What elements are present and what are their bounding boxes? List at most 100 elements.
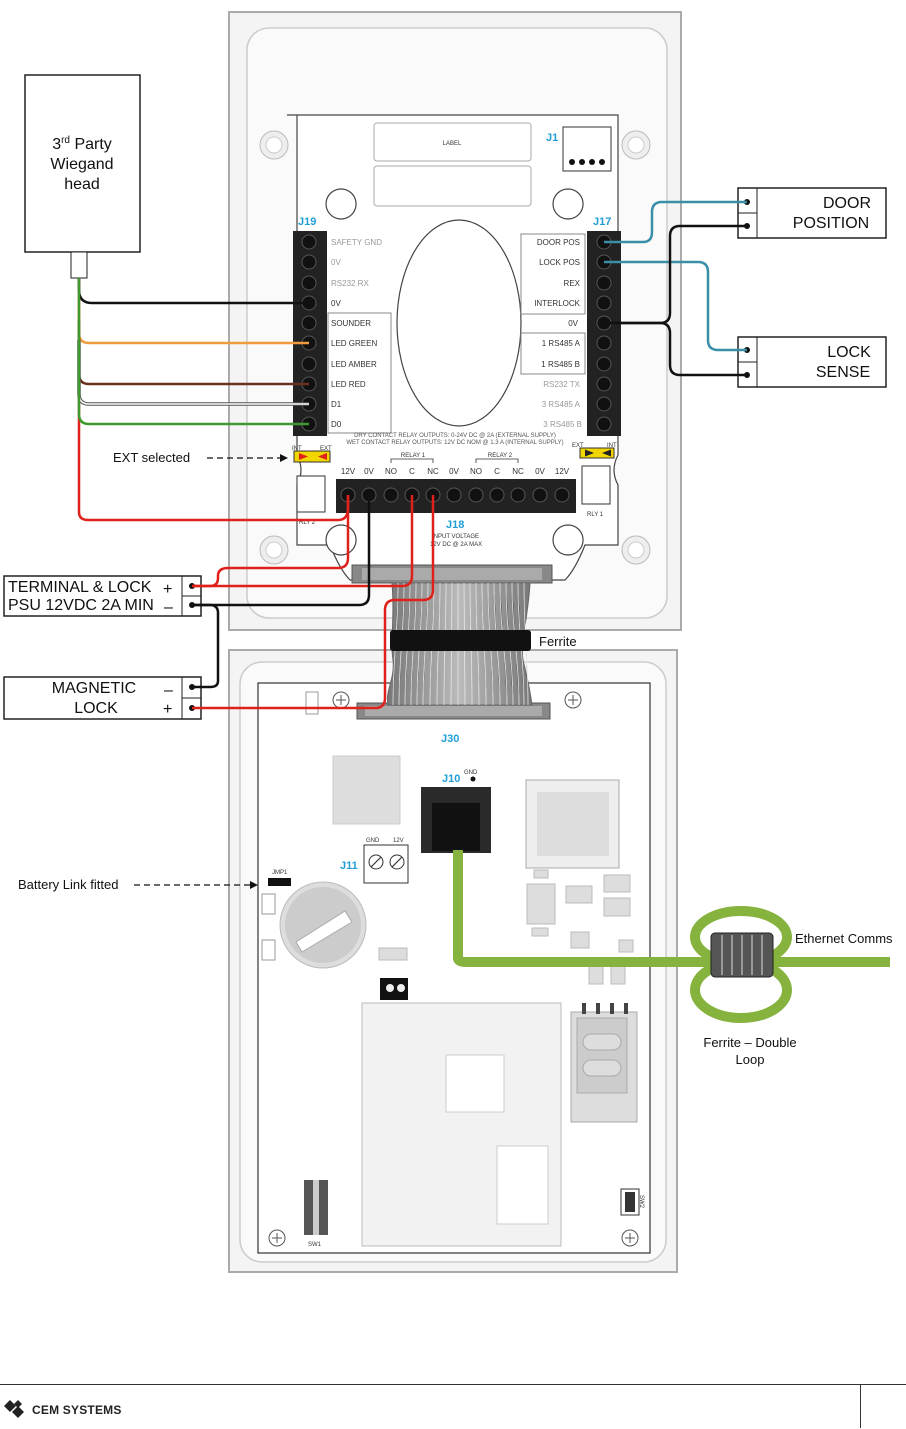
jmp1-label: JMP1 (272, 870, 288, 876)
page-footer (0, 1384, 906, 1429)
wet-contact-note: WET CONTACT RELAY OUTPUTS: 12V DC NOM @ … (346, 440, 563, 446)
ferrite-block (390, 630, 531, 651)
wire-green-d0 (77, 278, 309, 426)
j17-label: J17 (593, 216, 611, 228)
switch-sw1-lever (313, 1180, 319, 1235)
j17-pin-rs485-1b: 1 RS485 B (541, 360, 580, 369)
input-voltage-1: INPUT VOLTAGE (432, 534, 479, 540)
j17-pin-rs485-3b: 3 RS485 B (543, 420, 582, 429)
wiegand-wires (77, 278, 350, 522)
j19-pin-led-amber: LED AMBER (331, 360, 377, 369)
jumper-left-arrow-1 (299, 453, 308, 460)
dry-contact-note: DRY CONTACT RELAY OUTPUTS: 0-24V DC @ 2A… (354, 433, 556, 439)
j18-screws (340, 487, 570, 503)
psu-minus: – (164, 599, 173, 616)
j19-pin-safety-gnd: SAFETY GND (331, 238, 382, 247)
j18-pin-8: NC (512, 467, 524, 476)
j18-pin-10: 12V (555, 467, 570, 476)
wiegand-cable-gland (70, 251, 88, 279)
jumper-left (293, 450, 331, 463)
j18-pin-9: 0V (535, 467, 545, 476)
wiring-diagram: LABEL J1 J19 SAFETY GND 0V RS232 RX 0V S… (3, 11, 893, 1273)
ic-large (332, 755, 401, 825)
wiegand-head-line1: 3rd Party (52, 135, 112, 153)
psu-line2: PSU 12VDC 2A MIN (8, 597, 154, 614)
module-chip-2 (496, 1145, 549, 1225)
int-right-label: INT (607, 443, 617, 449)
j19-pin-rs232-rx: RS232 RX (331, 279, 369, 288)
wiegand-head-line3: head (64, 176, 100, 193)
relay-rly1 (581, 465, 611, 505)
wire-lock-pos-blue (604, 260, 747, 352)
battery-clip (295, 910, 353, 953)
battery-link (268, 878, 291, 886)
j18-pin-4: NC (427, 467, 439, 476)
ferrite-double-label-2: Loop (736, 1052, 765, 1067)
jumper-right-arrow-2 (602, 449, 611, 457)
ext-selected-label: EXT selected (113, 450, 190, 465)
lock-sense-line2: SENSE (816, 364, 870, 381)
j17-screws (596, 234, 612, 432)
battery-link-arrowhead (250, 881, 258, 889)
j17-pin-0v: 0V (568, 319, 578, 328)
wire-maglock-minus (192, 603, 220, 689)
label-area (373, 122, 532, 162)
input-voltage-2: 12V DC @ 2A MAX (430, 542, 482, 548)
j10-gnd-label: GND (464, 770, 478, 776)
terminal-small-screw-2 (397, 984, 405, 992)
terminal-small (380, 978, 408, 1000)
ethernet-cable (453, 850, 890, 967)
ferrite-label: Ferrite (539, 634, 577, 649)
j17-pin-lock-pos: LOCK POS (539, 258, 580, 267)
sw1-label: SW1 (308, 1242, 322, 1248)
j17-pin-door-pos: DOOR POS (537, 238, 580, 247)
j17-pin-rex: REX (564, 279, 581, 288)
relay1-label: RELAY 1 (401, 453, 426, 459)
wire-psu-minus-0v (192, 495, 371, 607)
door-position-line1: DOOR (823, 195, 871, 212)
door-position-device (737, 187, 887, 239)
centre-cutout (396, 219, 522, 427)
j18-label: J18 (446, 519, 464, 531)
j19-pin-0v-b: 0V (331, 299, 341, 308)
wire-lock-0v-black (604, 321, 747, 377)
psu-wires (192, 495, 435, 710)
wire-maglock-plus-nc (192, 495, 435, 710)
j1-pins (569, 159, 605, 165)
relay2-bracket (475, 458, 519, 463)
module-chip (445, 1054, 505, 1113)
ext-left-label: EXT (320, 446, 332, 452)
j18-pin-5: 0V (449, 467, 459, 476)
j19-pin-sounder: SOUNDER (331, 319, 371, 328)
relay2-label: RELAY 2 (488, 453, 513, 459)
mag-lock-line2: LOCK (74, 700, 118, 717)
j18-pin-3: C (409, 467, 415, 476)
j17-pin-interlock: INTERLOCK (534, 299, 580, 308)
ethernet-ferrite-ribs (721, 935, 763, 975)
int-left-label: INT (292, 446, 302, 452)
j17-pin-rs485-1a: 1 RS485 A (542, 339, 581, 348)
transformer-inner (537, 792, 609, 856)
j18-pin-1: 0V (364, 467, 374, 476)
footer-logo-text: CEM SYSTEMS (32, 1403, 122, 1417)
lock-sense-device (737, 336, 887, 388)
jumper-right (579, 447, 615, 459)
j10-label: J10 (442, 773, 460, 785)
label-area-2 (373, 165, 532, 207)
jumper-right-arrow-1 (585, 449, 594, 457)
j11-12v-label: 12V (393, 838, 404, 844)
switch-sw2-inner (625, 1192, 635, 1212)
door-position-line2: POSITION (793, 215, 869, 232)
mag-lock-plus: + (163, 701, 172, 718)
sim-slot-1 (582, 1033, 622, 1051)
pcb-screw-crosses (272, 695, 635, 1243)
terminal-small-screw-1 (386, 984, 394, 992)
j19-label: J19 (298, 216, 316, 228)
sensor-wires (604, 200, 747, 377)
footer-logo: CEM SYSTEMS (4, 1400, 122, 1420)
small-switch-2 (261, 939, 276, 961)
j17-pin-rs232-tx: RS232 TX (543, 380, 580, 389)
relay1-bracket (390, 458, 434, 463)
ferrite-double-label-1: Ferrite – Double (703, 1035, 796, 1050)
cem-diamond-logo-icon (4, 1400, 24, 1418)
